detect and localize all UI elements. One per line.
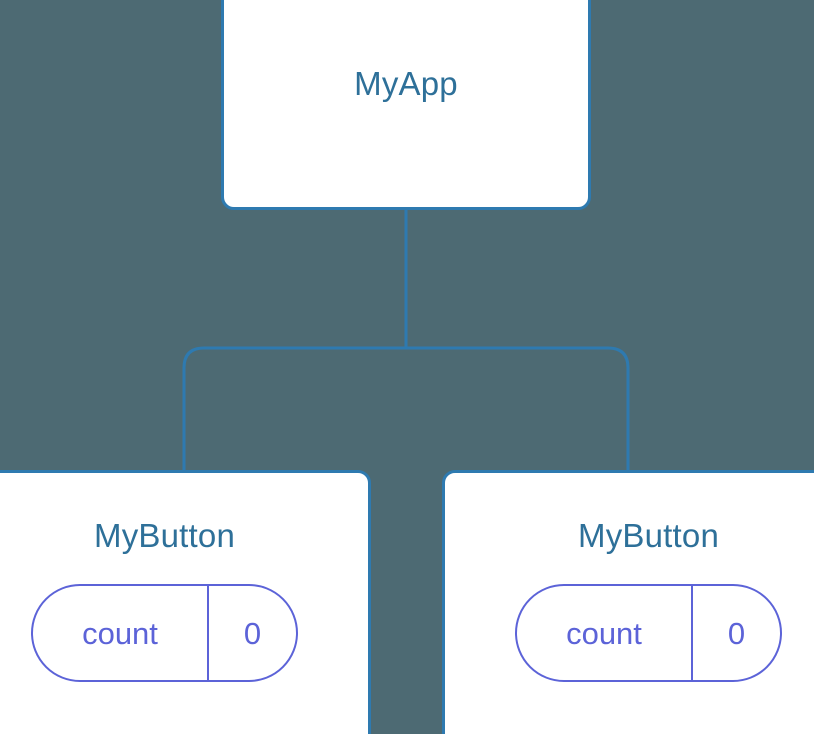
node-myapp[interactable]: MyApp xyxy=(221,0,591,210)
node-mybutton-left-label: MyButton xyxy=(94,517,235,554)
link-to-right-child xyxy=(406,346,630,472)
state-pill-count-left[interactable]: count 0 xyxy=(31,584,298,682)
link-to-left-child xyxy=(182,346,406,472)
node-mybutton-right-label: MyButton xyxy=(578,517,719,554)
node-mybutton-right[interactable]: MyButton count 0 xyxy=(442,470,814,734)
state-pill-key: count xyxy=(517,586,693,680)
node-myapp-label: MyApp xyxy=(354,65,458,102)
state-pill-count-right[interactable]: count 0 xyxy=(515,584,782,682)
state-pill-value: 0 xyxy=(243,615,262,651)
node-mybutton-left[interactable]: MyButton count 0 xyxy=(0,470,371,734)
state-pill-key: count xyxy=(33,586,209,680)
state-pill-value: 0 xyxy=(727,615,746,651)
